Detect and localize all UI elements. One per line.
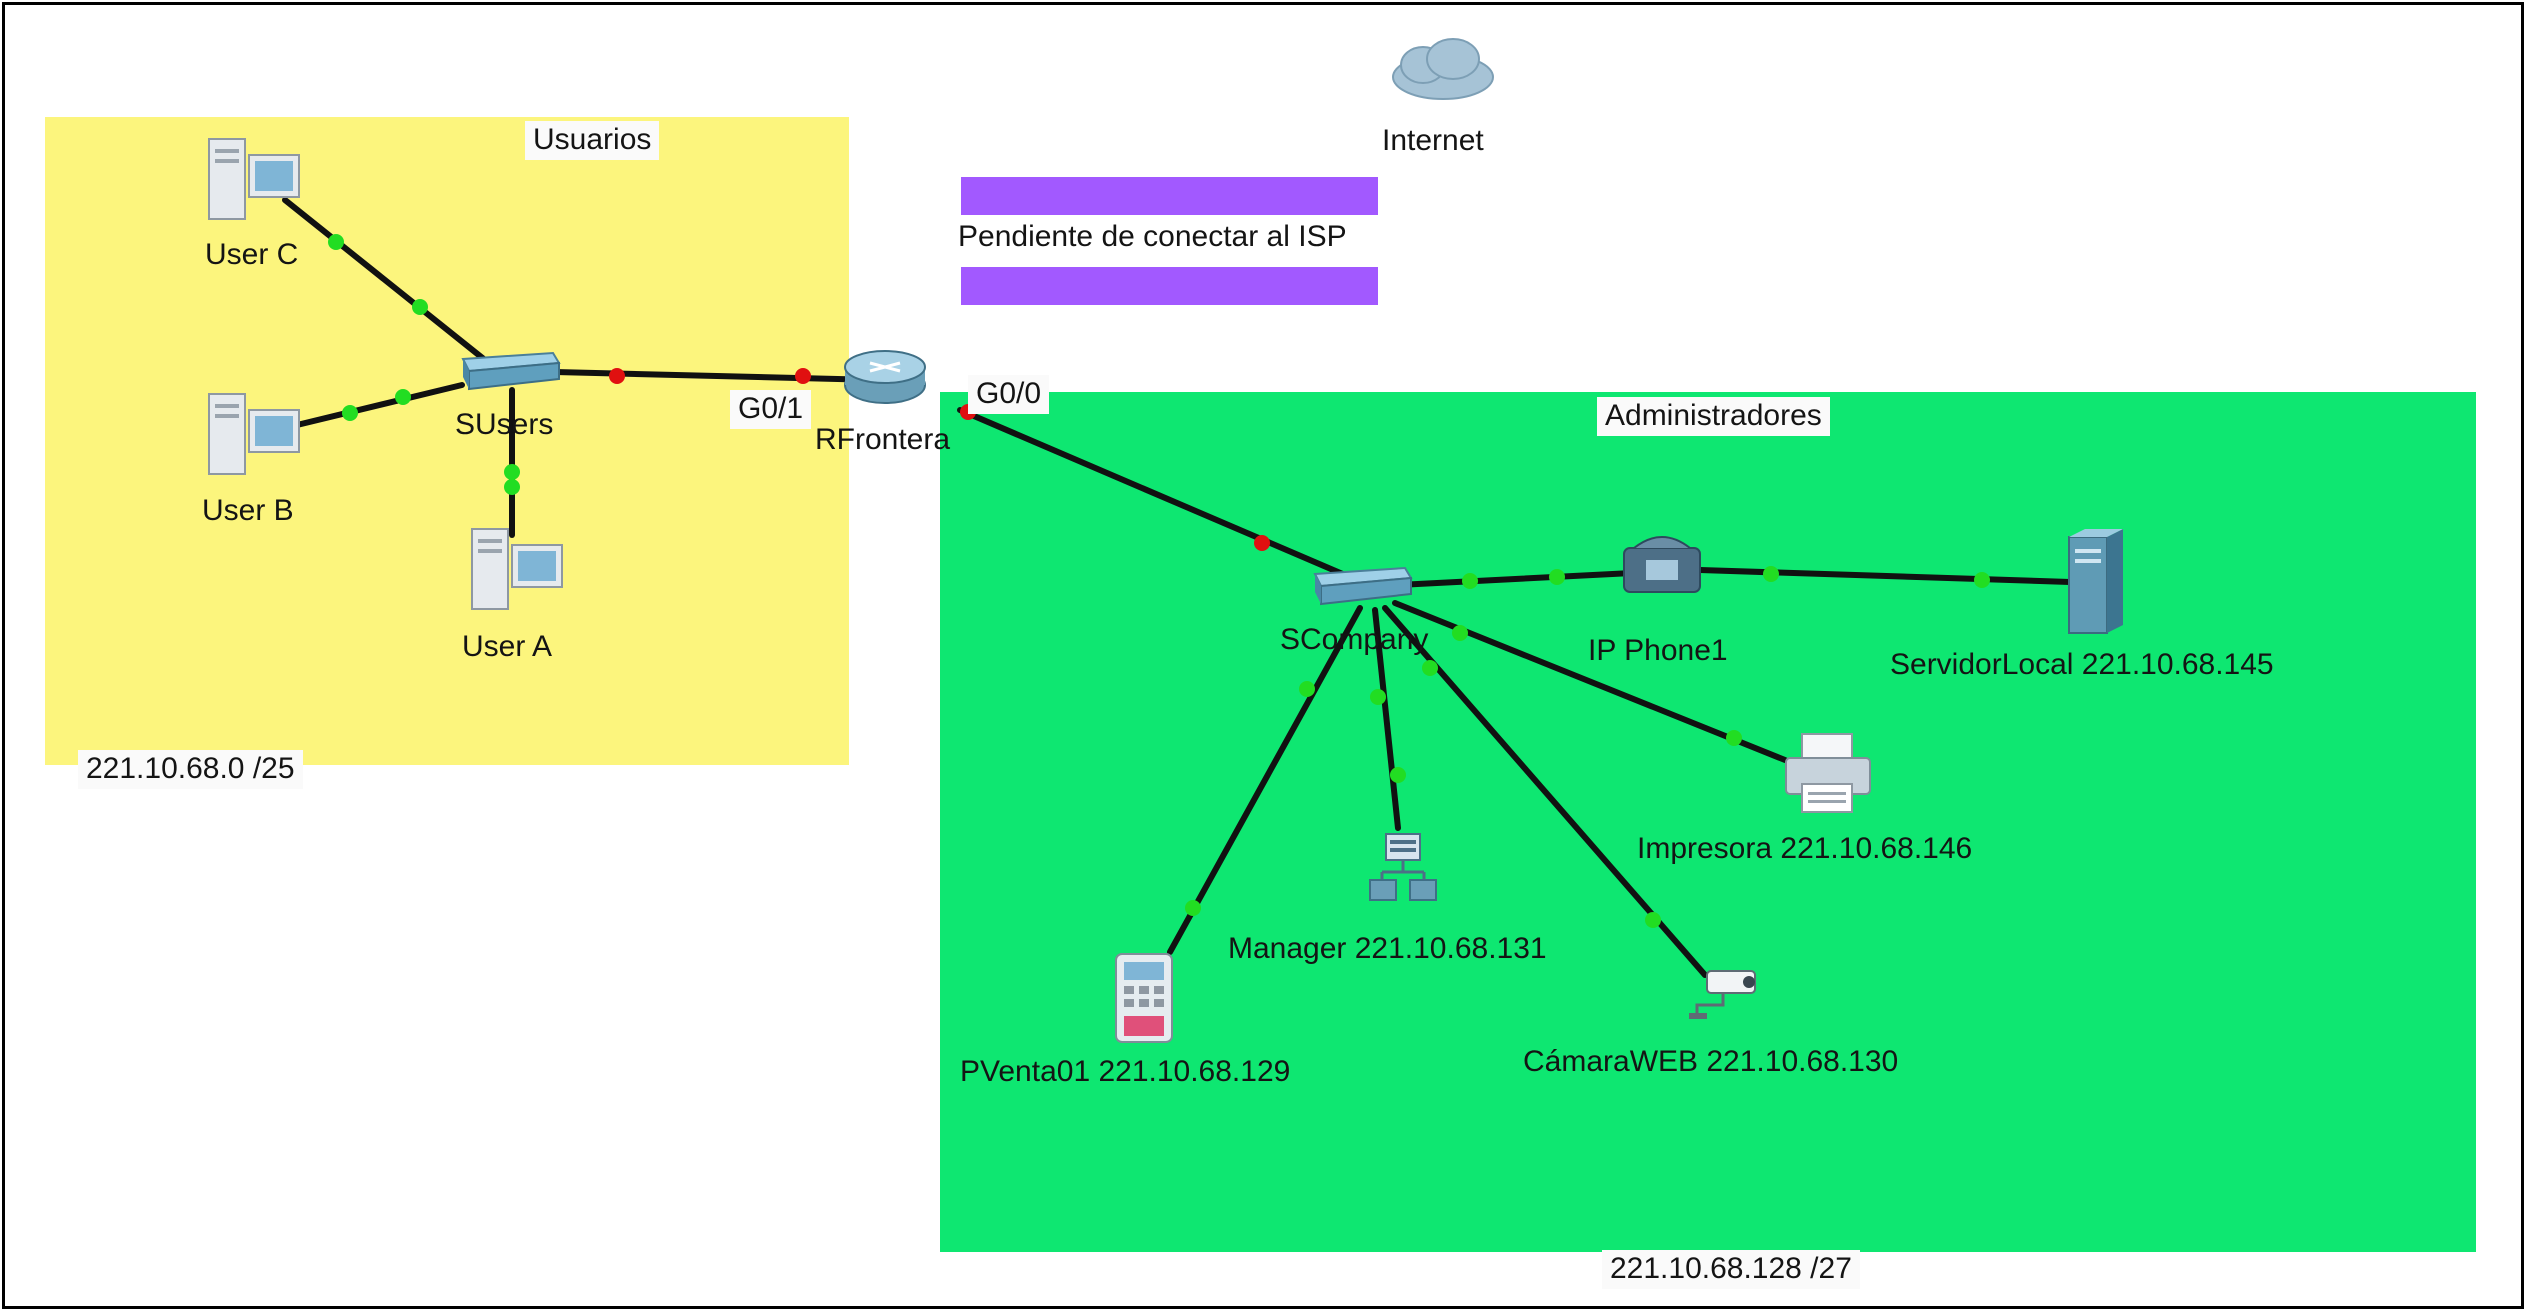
users-area-subnet: 221.10.68.0 /25 — [78, 750, 303, 789]
user-a-pc-icon[interactable] — [468, 525, 568, 615]
admins-area-title: Administradores — [1597, 397, 1830, 436]
pending-bar-bottom — [961, 267, 1378, 305]
printer-icon[interactable] — [1780, 728, 1875, 818]
cloud-label: Internet — [1382, 124, 1484, 157]
camara-label: CámaraWEB 221.10.68.130 — [1523, 1045, 1899, 1078]
router-port-g01: G0/1 — [730, 390, 812, 429]
user-c-label: User C — [205, 238, 299, 271]
ip-phone-label: IP Phone1 — [1588, 634, 1728, 667]
admins-area — [940, 392, 2476, 1252]
link-status-up — [328, 234, 344, 250]
user-a-label: User A — [462, 630, 553, 663]
link-status-up — [1549, 569, 1565, 585]
link-status-up — [1763, 566, 1779, 582]
link-userc-susers[interactable] — [282, 197, 488, 363]
link-status-up — [342, 405, 358, 421]
router-label: RFrontera — [815, 423, 951, 456]
link-status-up — [412, 299, 428, 315]
servidor-label: ServidorLocal 221.10.68.145 — [1890, 648, 2274, 681]
link-status-down — [609, 368, 625, 384]
pos-terminal-icon[interactable] — [1110, 950, 1180, 1050]
scompany-label: SCompany — [1280, 623, 1429, 656]
admins-area-subnet: 221.10.68.128 /27 — [1602, 1250, 1860, 1289]
users-area — [45, 117, 849, 765]
impresora-label: Impresora 221.10.68.146 — [1637, 832, 1973, 865]
link-status-up — [1370, 689, 1386, 705]
router-port-g00: G0/0 — [968, 375, 1050, 414]
link-ipphone-servidor[interactable] — [1697, 567, 2073, 585]
link-status-up — [1299, 681, 1315, 697]
scompany-switch-icon[interactable] — [1305, 560, 1415, 615]
cloud-icon[interactable] — [1385, 35, 1500, 105]
link-status-up — [395, 389, 411, 405]
link-status-up — [1422, 660, 1438, 676]
user-c-pc-icon[interactable] — [205, 135, 305, 225]
pending-bar-top — [961, 177, 1378, 215]
router-icon[interactable] — [840, 345, 930, 410]
pventa-label: PVenta01 221.10.68.129 — [960, 1055, 1291, 1088]
link-rfrontera-scompany[interactable] — [957, 407, 1348, 578]
pending-label: Pendiente de conectar al ISP — [958, 220, 1347, 253]
user-b-label: User B — [202, 494, 294, 527]
link-scompany-manager[interactable] — [1372, 607, 1401, 831]
link-status-up — [504, 479, 520, 495]
link-status-up — [1390, 767, 1406, 783]
link-scompany-pventa[interactable] — [1167, 605, 1363, 955]
link-status-up — [1185, 900, 1201, 916]
users-area-title: Usuarios — [525, 121, 660, 160]
link-status-up — [1645, 912, 1661, 928]
link-status-up — [1462, 573, 1478, 589]
link-susers-rfrontera[interactable] — [552, 369, 881, 383]
server-icon[interactable] — [2063, 527, 2133, 637]
link-status-down — [1254, 535, 1270, 551]
camera-icon[interactable] — [1683, 965, 1763, 1025]
manager-network-icon[interactable] — [1368, 830, 1438, 910]
link-status-up — [1452, 625, 1468, 641]
link-status-up — [504, 464, 520, 480]
susers-switch-icon[interactable] — [453, 345, 563, 400]
link-status-down — [795, 368, 811, 384]
manager-label: Manager 221.10.68.131 — [1228, 932, 1547, 965]
link-userb-susers[interactable] — [294, 382, 465, 428]
user-b-pc-icon[interactable] — [205, 390, 305, 480]
link-status-up — [1726, 730, 1742, 746]
link-status-up — [1974, 572, 1990, 588]
ip-phone-icon[interactable] — [1620, 530, 1705, 600]
susers-label: SUsers — [455, 408, 554, 441]
link-scompany-ipphone[interactable] — [1395, 569, 1655, 588]
